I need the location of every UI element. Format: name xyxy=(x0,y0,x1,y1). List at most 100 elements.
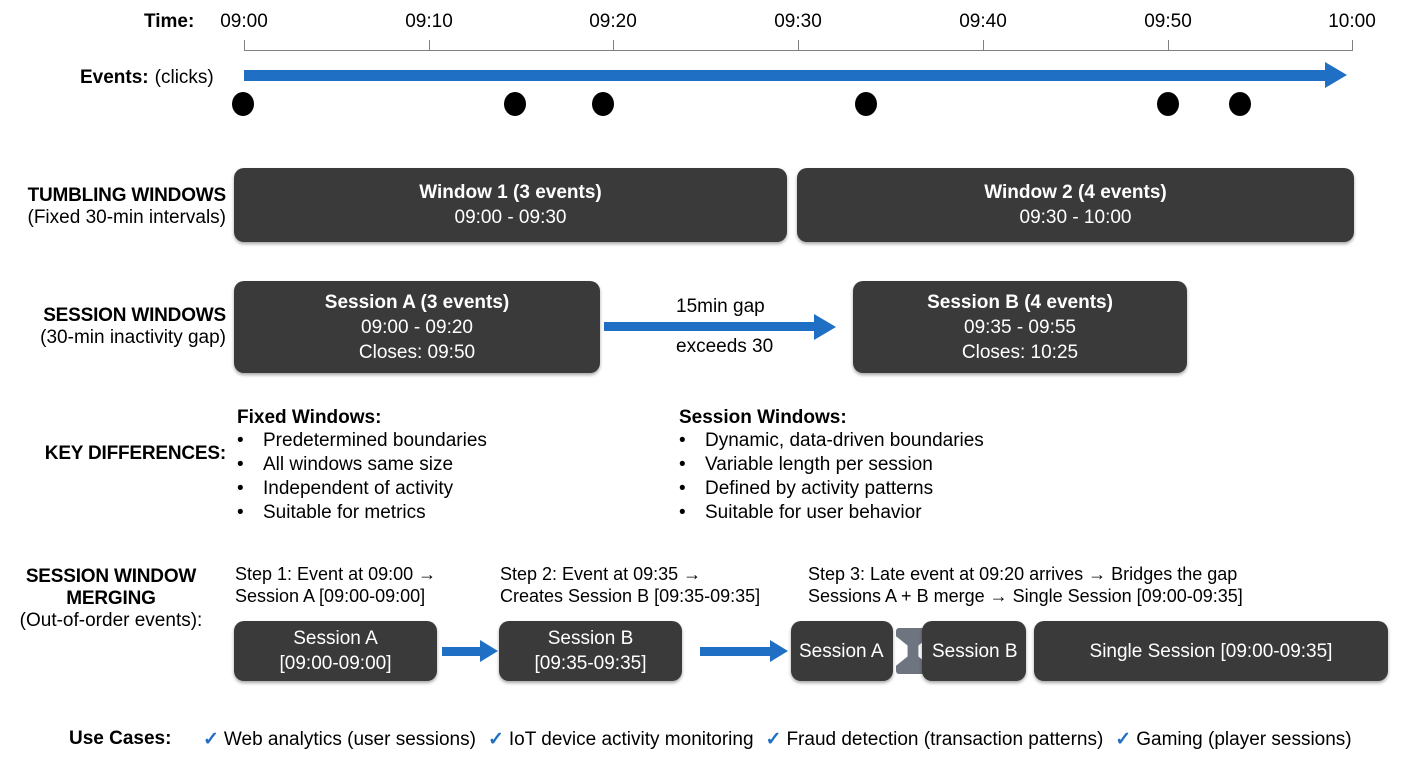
fixed-windows-heading: Fixed Windows: xyxy=(237,407,382,428)
merging-box-merge-left-label: Session A xyxy=(799,640,884,662)
use-cases-list: ✓ Web analytics (user sessions) ✓ IoT de… xyxy=(203,728,1352,751)
time-tick-mark-2 xyxy=(613,40,614,51)
bullet-icon: • xyxy=(237,502,244,523)
list-item-text: Variable length per session xyxy=(705,454,933,475)
time-tick-label-5: 09:50 xyxy=(1144,11,1192,32)
merging-arrow-1-head-icon xyxy=(480,640,498,662)
bullet-icon: • xyxy=(679,430,686,451)
list-item: • Defined by activity patterns xyxy=(679,477,984,501)
check-icon: ✓ xyxy=(1115,729,1132,750)
event-dot xyxy=(504,92,526,116)
merging-box-single-session[interactable]: Single Session [09:00-09:35] xyxy=(1034,621,1388,681)
bullet-icon: • xyxy=(679,478,686,499)
event-dot xyxy=(232,92,254,116)
list-item: • Variable length per session xyxy=(679,453,984,477)
check-icon: ✓ xyxy=(487,729,504,750)
session-window-box-a[interactable]: Session A (3 events) 09:00 - 09:20 Close… xyxy=(234,281,600,373)
session-merging-label-line2: MERGING xyxy=(66,588,156,609)
check-icon: ✓ xyxy=(203,729,219,750)
merging-box-session-b[interactable]: Session B [09:35-09:35] xyxy=(499,621,682,681)
session-windows-heading: Session Windows: xyxy=(679,407,847,428)
session-b-closes: Closes: 10:25 xyxy=(961,341,1079,363)
use-case-item-label: Web analytics (user sessions) xyxy=(223,729,476,750)
list-item: • All windows same size xyxy=(237,453,487,477)
tumbling-window-box-1[interactable]: Window 1 (3 events) 09:00 - 09:30 xyxy=(234,168,787,242)
use-case-item: ✓ IoT device activity monitoring xyxy=(488,728,754,751)
key-differences-column-session: Session Windows: • Dynamic, data-driven … xyxy=(679,407,984,525)
merging-step-1-text: Step 1: Event at 09:00 → Session A [09:0… xyxy=(235,563,436,607)
list-item: • Independent of activity xyxy=(237,477,487,501)
merging-box-merge-right[interactable]: Session B xyxy=(922,621,1026,681)
merging-box-session-a[interactable]: Session A [09:00-09:00] xyxy=(234,621,437,681)
merging-box-merge-left[interactable]: Session A xyxy=(791,621,893,681)
merging-step-2-text: Step 2: Event at 09:35 → Creates Session… xyxy=(500,563,760,607)
events-label: Events: (clicks) xyxy=(80,67,214,89)
bullet-icon: • xyxy=(679,454,686,475)
merging-step-3-line1: Step 3: Late event at 09:20 arrives → Br… xyxy=(808,564,1238,584)
event-dot xyxy=(1229,92,1251,116)
events-label-sub: (clicks) xyxy=(154,67,214,88)
bullet-icon: • xyxy=(237,454,244,475)
use-case-item-label: Gaming (player sessions) xyxy=(1136,729,1352,750)
session-b-range: 09:35 - 09:55 xyxy=(964,316,1076,338)
tumbling-window-1-range: 09:00 - 09:30 xyxy=(454,207,567,228)
merging-box-session-a-line1: Session A xyxy=(293,628,378,649)
check-icon: ✓ xyxy=(765,729,782,750)
session-merging-row-label: SESSION WINDOW MERGING (Out-of-order eve… xyxy=(0,566,222,632)
time-tick-label-6: 10:00 xyxy=(1328,11,1376,32)
time-tick-label-2: 09:20 xyxy=(589,11,637,32)
session-gap-arrow-shaft xyxy=(604,322,816,331)
merging-box-session-b-line2: [09:35-09:35] xyxy=(534,653,647,674)
list-item-text: All windows same size xyxy=(263,454,454,475)
time-tick-mark-0 xyxy=(244,40,245,51)
list-item-text: Predetermined boundaries xyxy=(263,430,487,451)
merging-step-1-line2: Session A [09:00-09:00] xyxy=(235,586,426,606)
tumbling-windows-label-sub: (Fixed 30-min intervals) xyxy=(27,207,227,228)
key-differences-label: KEY DIFFERENCES: xyxy=(44,443,226,464)
list-item: • Suitable for user behavior xyxy=(679,501,984,525)
time-tick-mark-6 xyxy=(1352,40,1353,51)
time-axis-label: Time: xyxy=(144,11,195,32)
use-cases-label: Use Cases: xyxy=(69,728,172,749)
event-dot xyxy=(855,92,877,116)
list-item-text: Suitable for user behavior xyxy=(705,502,922,523)
use-case-item: ✓ Gaming (player sessions) xyxy=(1115,728,1351,751)
merging-step-2-line2: Creates Session B [09:35-09:35] xyxy=(500,586,761,606)
tumbling-windows-label-bold: TUMBLING WINDOWS xyxy=(27,185,227,206)
time-tick-label-3: 09:30 xyxy=(774,11,822,32)
session-gap-label-top: 15min gap xyxy=(676,296,765,317)
merging-box-session-a-line2: [09:00-09:00] xyxy=(279,653,392,674)
bullet-icon: • xyxy=(237,478,244,499)
event-dot xyxy=(592,92,614,116)
tumbling-windows-row-label: TUMBLING WINDOWS (Fixed 30-min intervals… xyxy=(0,185,227,229)
bullet-icon: • xyxy=(237,430,244,451)
time-tick-mark-4 xyxy=(983,40,984,51)
tumbling-window-2-title: Window 2 (4 events) xyxy=(984,182,1167,203)
merging-box-session-b-line1: Session B xyxy=(547,628,634,649)
session-windows-label-sub: (30-min inactivity gap) xyxy=(40,327,226,348)
tumbling-window-box-2[interactable]: Window 2 (4 events) 09:30 - 10:00 xyxy=(797,168,1354,242)
events-label-bold: Events: xyxy=(80,67,149,88)
session-merging-label-sub: (Out-of-order events): xyxy=(19,610,203,631)
time-tick-label-1: 09:10 xyxy=(405,11,453,32)
use-case-item-label: IoT device activity monitoring xyxy=(508,729,754,750)
time-tick-mark-5 xyxy=(1168,40,1169,51)
time-tick-mark-3 xyxy=(798,40,799,51)
session-window-box-b[interactable]: Session B (4 events) 09:35 - 09:55 Close… xyxy=(853,281,1187,373)
tumbling-window-1-title: Window 1 (3 events) xyxy=(419,182,602,203)
tumbling-window-2-range: 09:30 - 10:00 xyxy=(1019,207,1132,228)
key-differences-column-fixed: Fixed Windows: • Predetermined boundarie… xyxy=(237,407,487,525)
events-arrow-head-icon xyxy=(1325,62,1347,88)
session-a-closes: Closes: 09:50 xyxy=(358,341,476,363)
time-tick-label-4: 09:40 xyxy=(959,11,1007,32)
merging-arrow-2-head-icon xyxy=(770,640,788,662)
list-item-text: Suitable for metrics xyxy=(263,502,426,523)
session-b-title: Session B (4 events) xyxy=(927,291,1113,313)
list-item: • Dynamic, data-driven boundaries xyxy=(679,429,984,453)
use-case-item: ✓ Web analytics (user sessions) xyxy=(203,728,476,751)
time-tick-mark-1 xyxy=(429,40,430,51)
session-a-range: 09:00 - 09:20 xyxy=(361,316,473,338)
list-item-text: Dynamic, data-driven boundaries xyxy=(705,430,984,451)
merging-box-single-session-label: Single Session [09:00-09:35] xyxy=(1089,640,1333,662)
bullet-icon: • xyxy=(679,502,686,523)
